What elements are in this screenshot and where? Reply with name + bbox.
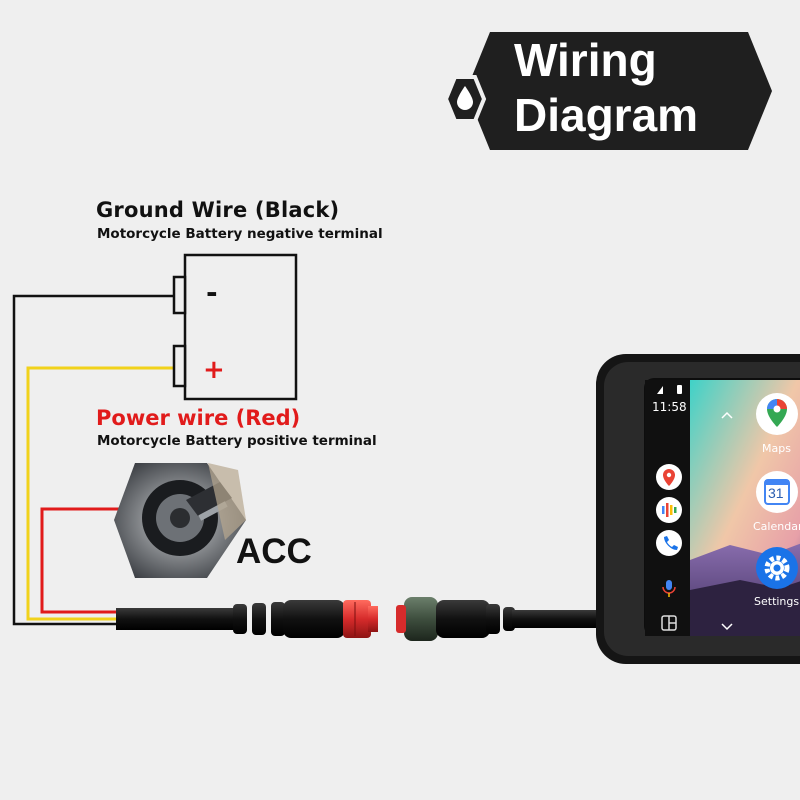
connector-red-male <box>343 600 378 638</box>
calendar-app-icon[interactable] <box>756 471 798 513</box>
scroll-down-icon[interactable] <box>721 623 733 631</box>
status-bar-icons <box>657 385 682 394</box>
title-line-2: Diagram <box>514 89 699 141</box>
acc-wire <box>40 507 158 614</box>
calendar-date: 31 <box>768 485 784 501</box>
power-wire-subtitle: Motorcycle Battery positive terminal <box>97 433 377 449</box>
signal-wire <box>26 366 175 621</box>
maps-app-icon[interactable] <box>756 393 798 435</box>
battery <box>172 253 298 401</box>
battery-positive-symbol: + <box>203 355 225 385</box>
ignition-key-image <box>114 463 246 578</box>
ground-wire-subtitle: Motorcycle Battery negative terminal <box>97 226 383 242</box>
gear-icon[interactable] <box>756 547 798 589</box>
ground-wire-title: Ground Wire (Black) <box>96 198 340 222</box>
drop-icon <box>443 75 487 123</box>
screen-clock: 11:58 <box>652 400 687 414</box>
title-banner <box>443 32 772 150</box>
microphone-icon[interactable] <box>662 580 676 597</box>
scroll-up-icon[interactable] <box>721 411 733 419</box>
podcasts-icon[interactable] <box>656 497 682 523</box>
cable-right <box>436 600 602 638</box>
power-wire-title: Power wire (Red) <box>96 406 301 430</box>
phone-icon[interactable] <box>656 530 682 556</box>
maps-app-label: Maps <box>762 442 791 455</box>
title-line-1: Wiring <box>514 34 657 86</box>
calendar-app-label: Calendar <box>753 520 800 533</box>
cable-left <box>116 600 345 638</box>
connector-green-female <box>396 597 438 641</box>
settings-app-label: Settings <box>754 595 800 608</box>
acc-label: ACC <box>236 532 312 571</box>
battery-negative-symbol: - <box>206 276 218 309</box>
dashboard-icon[interactable] <box>661 615 677 631</box>
maps-icon[interactable] <box>656 464 682 490</box>
ground-wire <box>12 294 175 626</box>
